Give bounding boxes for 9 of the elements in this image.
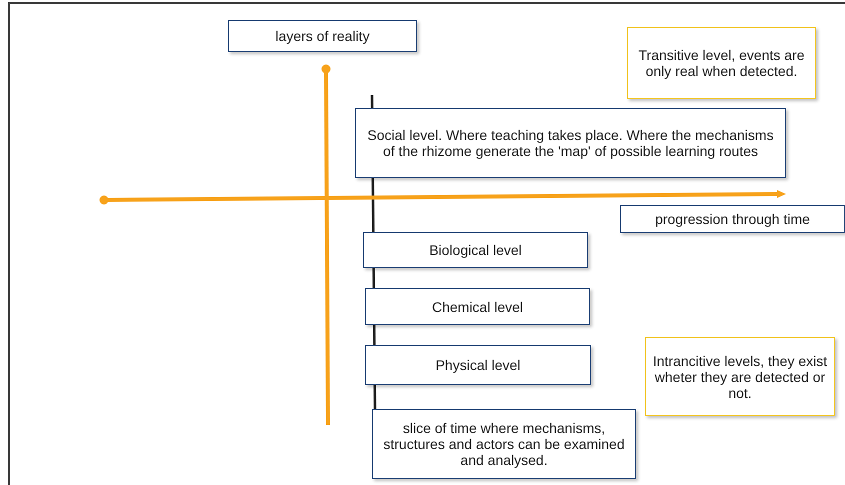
note-box: Transitive level, events are only real when detected.: [627, 27, 816, 99]
note-box: slice of time where mechanisms, structures and actors can be examined and analysed.: [372, 409, 636, 479]
axis-label: progression through time: [620, 205, 845, 233]
level-box: Chemical level: [365, 288, 590, 325]
level-box: Physical level: [365, 345, 591, 385]
axis-label: layers of reality: [228, 20, 417, 52]
note-box: Intrancitive levels, they exist wheter they are detected or not.: [645, 337, 835, 416]
level-box: Social level. Where teaching takes place. Where the mechanisms of the rhizome generate the 'map' of possible learning routes: [355, 108, 786, 178]
level-box: Biological level: [363, 232, 588, 268]
